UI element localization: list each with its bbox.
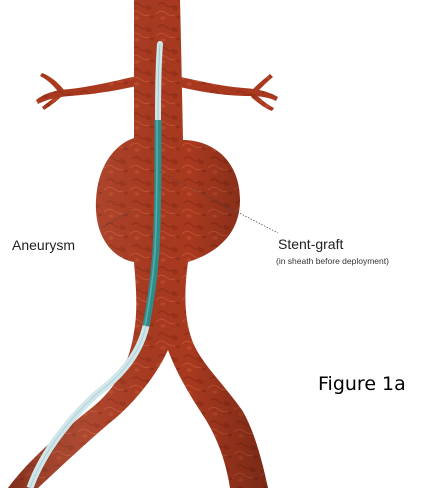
right-renal-branch — [176, 76, 278, 101]
left-renal-twig-upper — [40, 73, 64, 94]
aneurysm-label: Aneurysm — [12, 237, 75, 253]
stent-graft-note: (in sheath before deployment) — [276, 256, 389, 266]
stent-graft-label: Stent-graft — [278, 236, 343, 252]
right-renal-twig-upper — [252, 74, 273, 93]
figure-caption: Figure 1a — [318, 373, 406, 395]
